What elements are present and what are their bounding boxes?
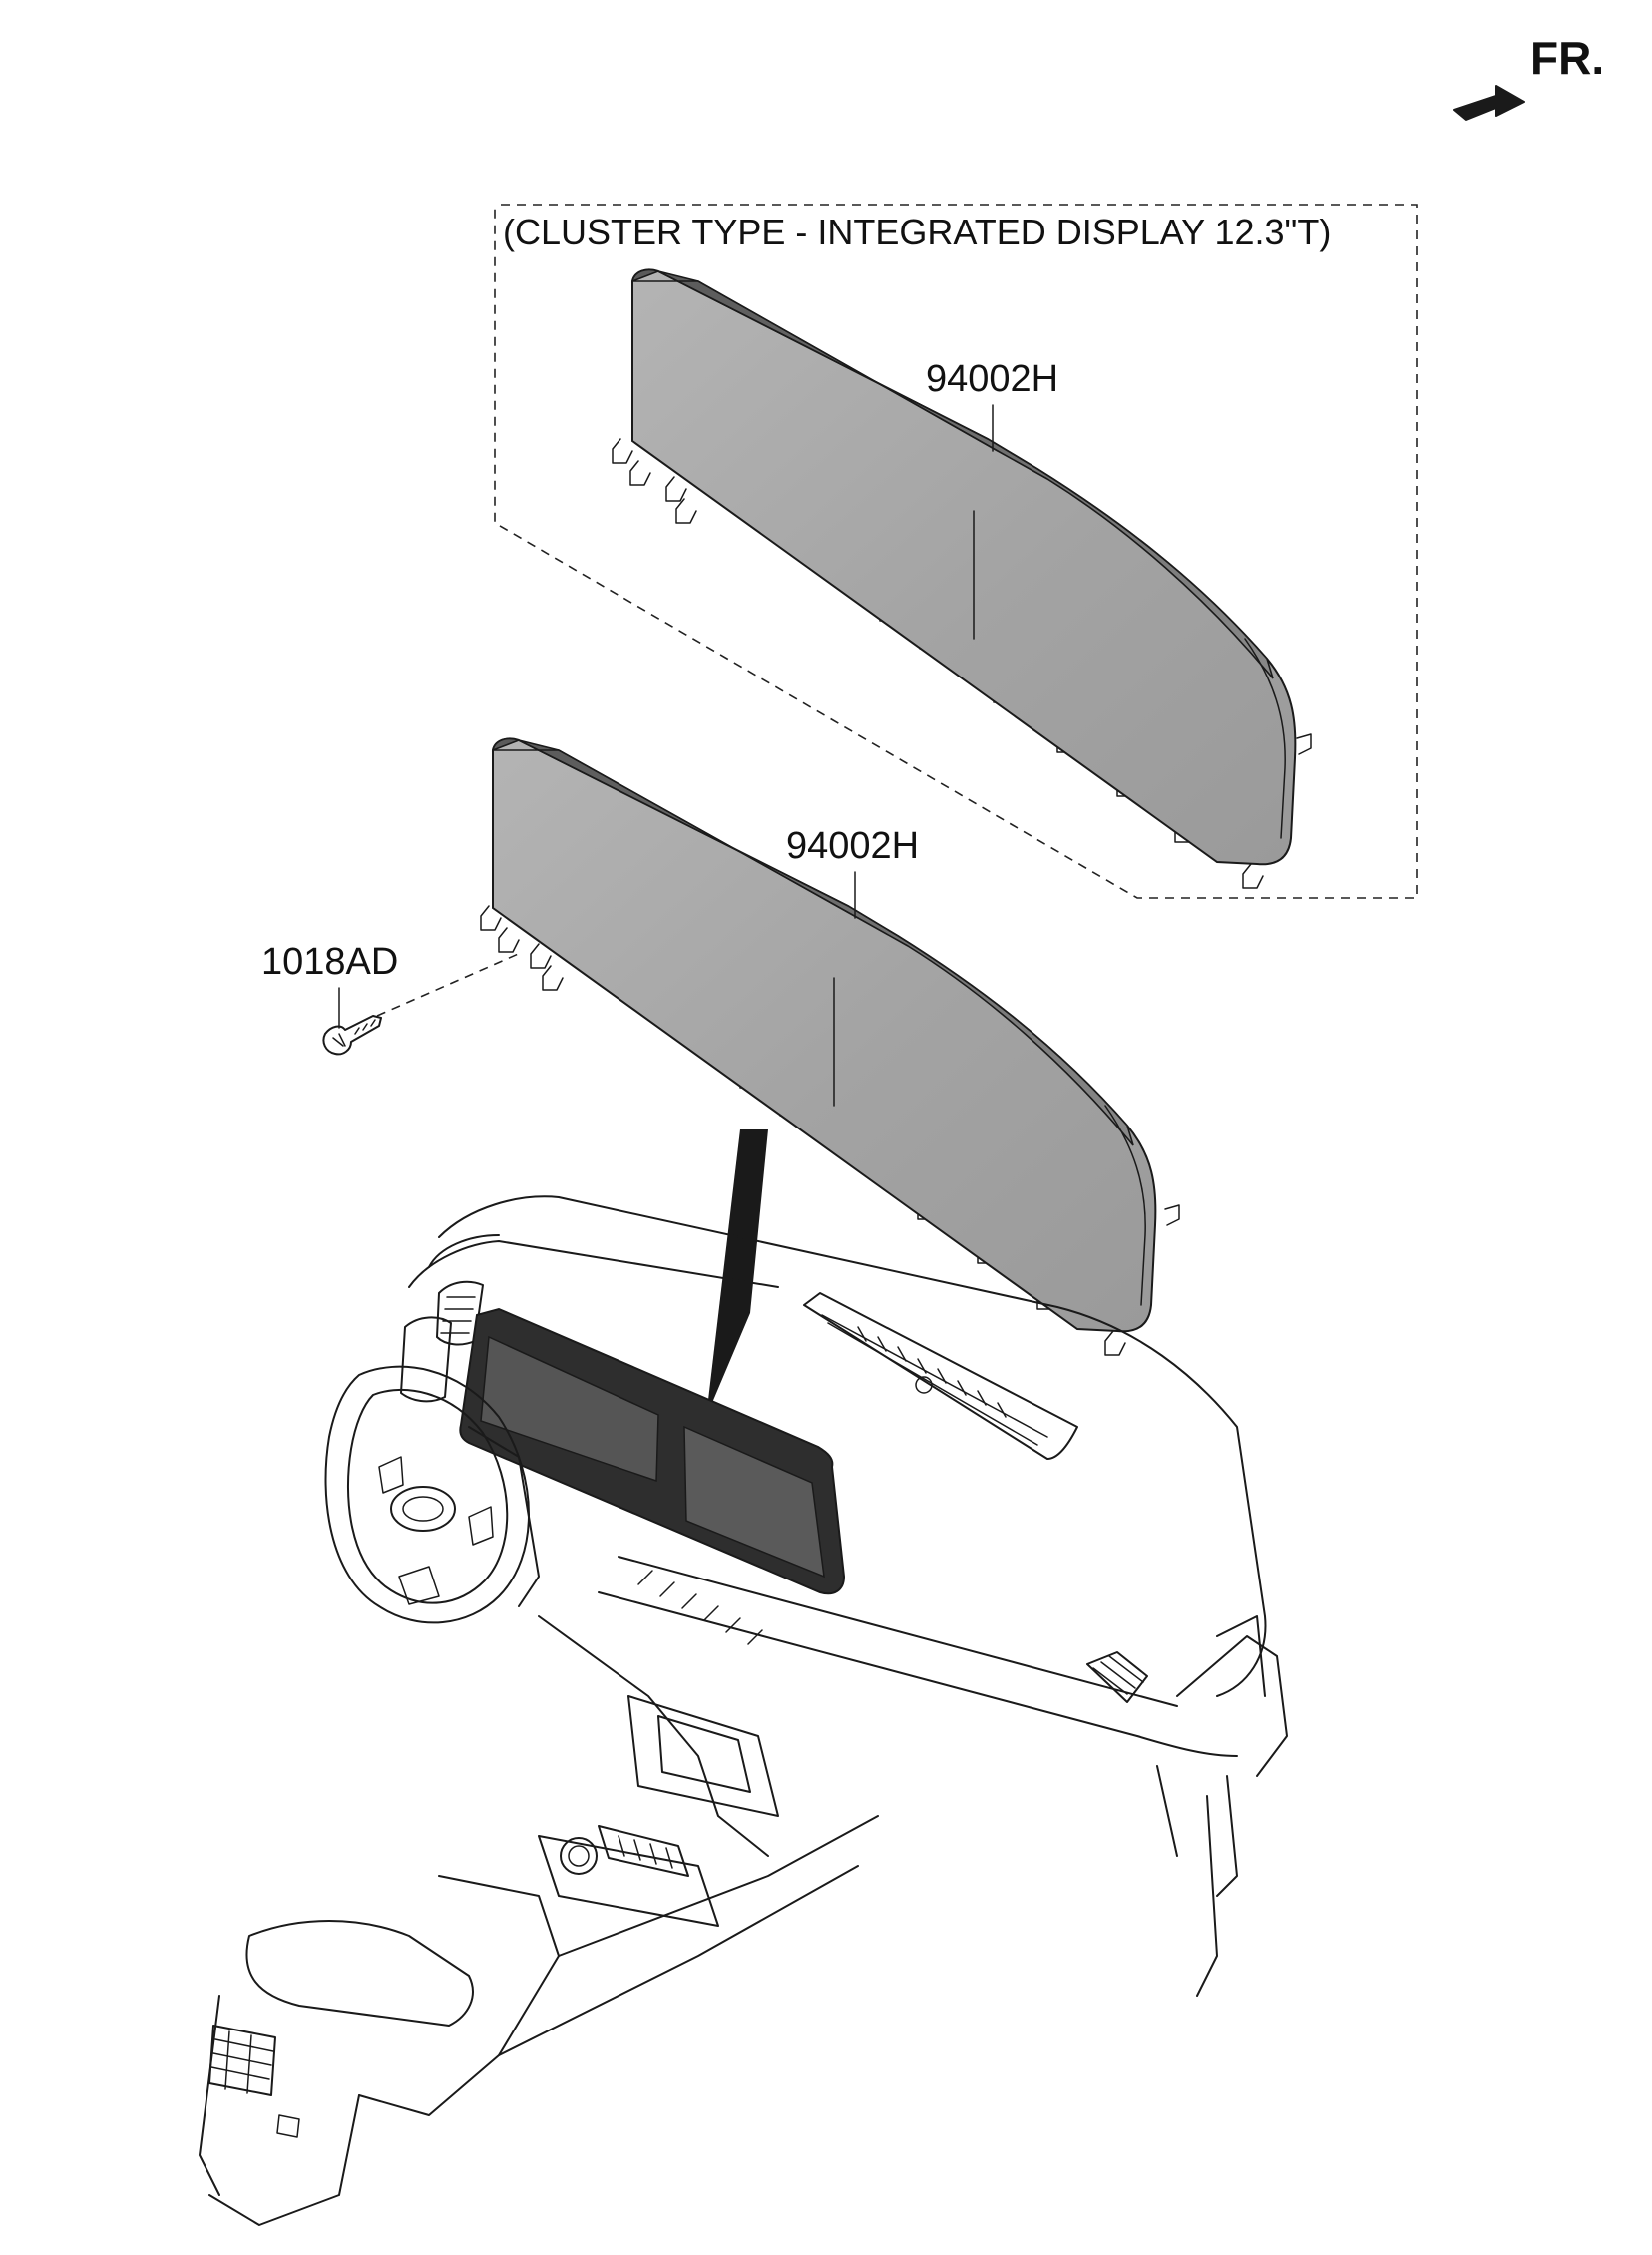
- front-direction-indicator: FR.: [1453, 32, 1604, 121]
- part-label-94002H-lower: 94002H: [786, 825, 919, 867]
- part-label-1018AD: 1018AD: [261, 941, 398, 983]
- center-console: [199, 1695, 879, 2226]
- part-label-94002H-upper: 94002H: [926, 358, 1058, 400]
- option-boundary: (CLUSTER TYPE - INTEGRATED DISPLAY 12.3"…: [494, 204, 1418, 899]
- steering-wheel: [324, 1365, 540, 1624]
- front-label: FR.: [1530, 32, 1604, 84]
- screw-icon: [322, 1015, 382, 1056]
- cluster-assembly: 94002H: [480, 737, 1180, 1356]
- gear-dial-icon: [560, 1837, 598, 1875]
- installed-display: [459, 1307, 846, 1595]
- cluster-top-upper: [630, 268, 1274, 679]
- cluster-top-lower: [491, 737, 1134, 1146]
- dashboard-illustration: [199, 1129, 1288, 2226]
- steering-emblem: [390, 1486, 456, 1532]
- front-direction-arrow-icon: [1453, 85, 1525, 121]
- option-caption: (CLUSTER TYPE - INTEGRATED DISPLAY 12.3"…: [503, 212, 1331, 252]
- screw-1018AD: 1018AD: [261, 941, 524, 1056]
- cluster-assembly-optional: 94002H: [612, 268, 1312, 889]
- location-pointer: [706, 1129, 768, 1417]
